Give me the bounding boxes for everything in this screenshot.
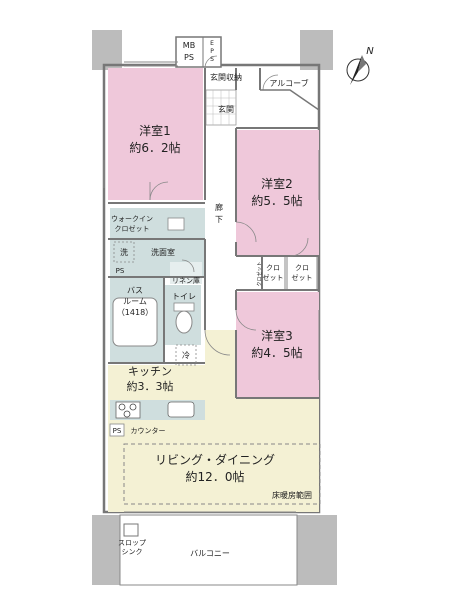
slop-sink-fixture	[123, 523, 139, 537]
eps-label-s: S	[210, 56, 214, 63]
toilet-label: トイレ	[172, 292, 196, 301]
closet-a-label-1: クロ	[266, 264, 280, 272]
toilet-fixture	[175, 310, 193, 334]
kitchen-name: キッチン	[128, 365, 172, 378]
closet-narrow-label: クロゼット	[256, 261, 263, 286]
walkin-closet	[110, 208, 205, 238]
corridor-label-1: 廊	[215, 202, 223, 212]
floor-heating-label: 床暖房範囲	[272, 490, 312, 500]
bath-label-1: バス	[127, 286, 143, 295]
column-top-left	[92, 30, 122, 70]
washer-space	[113, 241, 135, 263]
kitchen-sink	[167, 401, 195, 418]
bath-label-3: （1418）	[117, 308, 153, 317]
balcony-label: バルコニー	[190, 549, 230, 558]
western1-name: 洋室1	[139, 123, 171, 138]
walkin-label-1: ウォークイン	[111, 215, 153, 223]
ps-kitchen-label: PS	[113, 427, 122, 435]
western2-size: 約5．5帖	[251, 193, 302, 208]
ps-label: PS	[184, 53, 194, 62]
washroom-label: 洗面室	[151, 247, 175, 257]
bathtub	[112, 297, 158, 347]
entrance-tiles	[206, 90, 236, 125]
kitchen-size: 約3．3帖	[127, 379, 174, 393]
slop-sink-label-1: スロップ	[118, 539, 146, 547]
fridge-label: 冷	[182, 350, 190, 360]
corridor-label-2: 下	[215, 215, 223, 224]
western-room-2	[236, 130, 319, 256]
ldk-size: 約12．0帖	[186, 469, 245, 484]
column-bottom-left	[92, 515, 120, 585]
ldk-area	[108, 330, 319, 512]
western-room-3	[236, 292, 319, 397]
alcove-outline	[260, 89, 320, 128]
wash-basin	[167, 217, 185, 231]
fridge-space	[175, 344, 197, 366]
ps-kitchen-box	[109, 423, 125, 437]
eps-label-p: P	[210, 48, 214, 55]
western1-size: 約6．2帖	[129, 140, 180, 155]
north-compass	[346, 55, 370, 85]
ps-wash-label: PS	[116, 267, 125, 275]
shoe-storage-label: 玄関収納	[210, 72, 242, 82]
wash-mark: 洗	[120, 247, 128, 257]
door-swings	[149, 55, 309, 356]
counter-label: カウンター	[131, 426, 166, 435]
closet-a-label-2: ゼット	[263, 273, 284, 282]
interior-walls	[108, 68, 319, 399]
western-room-1	[108, 68, 203, 200]
floor-heating-area	[123, 443, 321, 505]
column-top-right	[300, 30, 333, 70]
ldk-name: リビング・ダイニング	[155, 452, 275, 467]
north-label: N	[366, 46, 374, 57]
mb-ps-box	[175, 36, 222, 68]
eps-label-e: E	[210, 40, 214, 47]
western2-name: 洋室2	[261, 176, 293, 191]
linen-label: リネン庫	[172, 276, 200, 285]
entrance-label: 玄関	[218, 104, 234, 114]
mb-label: MB	[183, 41, 195, 50]
closet-b-label-2: ゼット	[292, 273, 313, 282]
closet-b	[286, 255, 318, 291]
walkin-label-2: クロゼット	[115, 224, 150, 233]
alcove-label: アルコーブ	[269, 78, 308, 88]
slop-sink-label-2: シンク	[122, 548, 143, 556]
western3-size: 約4．5帖	[251, 345, 302, 360]
western3-name: 洋室3	[261, 328, 293, 343]
balcony	[119, 514, 298, 586]
bath-label-2: ルーム	[123, 297, 147, 306]
linen-closet	[170, 262, 202, 284]
closet-b-label-1: クロ	[295, 264, 309, 272]
stove-icon	[115, 401, 141, 419]
closet-a	[261, 255, 286, 291]
column-bottom-right	[297, 515, 337, 585]
